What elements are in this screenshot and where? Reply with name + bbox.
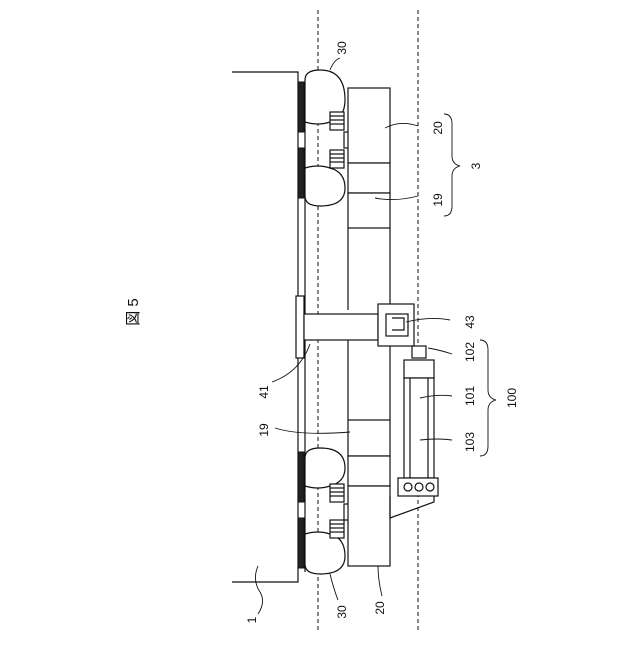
label-103: 103 [463, 432, 477, 452]
brace-3 [444, 114, 460, 216]
label-19-bottom: 19 [257, 423, 271, 437]
label-title: 図 5 [125, 298, 142, 326]
carriage-frame-bottom [348, 340, 390, 566]
label-41: 41 [257, 385, 271, 399]
label-43: 43 [463, 315, 477, 329]
label-30-bottom: 30 [335, 605, 349, 619]
label-20-bottom: 20 [373, 601, 387, 615]
actuator-assembly [390, 346, 438, 518]
figure-title: 図 5 [125, 298, 142, 326]
center-mount [296, 296, 414, 358]
label-102: 102 [463, 342, 477, 362]
label-19-top: 19 [431, 193, 445, 207]
label-30-top: 30 [335, 41, 349, 55]
brace-100 [480, 340, 496, 456]
label-3: 3 [469, 162, 483, 169]
label-20-top: 20 [431, 121, 445, 135]
main-body [232, 72, 298, 582]
label-100: 100 [505, 388, 519, 408]
label-1: 1 [245, 616, 259, 623]
label-101: 101 [463, 386, 477, 406]
